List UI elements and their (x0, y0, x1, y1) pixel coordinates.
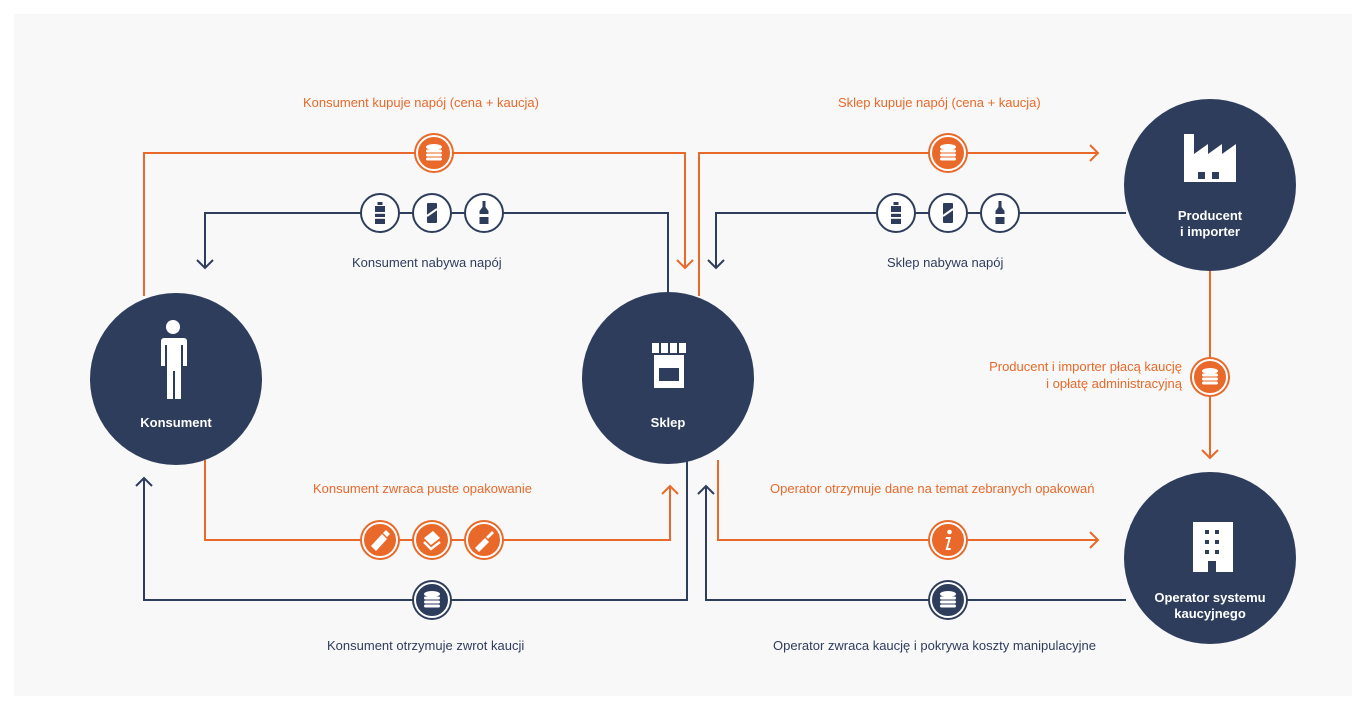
arrow-to-konsument-head (196, 259, 214, 270)
coins-icon (414, 133, 454, 173)
shop-icon (652, 343, 686, 388)
flow-label-konsument-nabywa: Konsument nabywa napój (352, 255, 502, 270)
person-icon (161, 320, 187, 399)
glass-bottle-icon (980, 193, 1020, 233)
bottle-icon (876, 193, 916, 233)
producent-label-line2: i importer (1180, 224, 1240, 239)
flow-label-konsument-otrzymuje: Konsument otrzymuje zwrot kaucji (327, 638, 525, 653)
arrow-to-sklep-nav-head (707, 259, 725, 270)
arrow-up-to-konsument-head (135, 476, 153, 487)
flow-konsument-kupuje-line (143, 152, 686, 296)
flow-label-konsument-zwraca: Konsument zwraca puste opakowanie (313, 481, 532, 496)
flow-label-producent-placa: Producent i importer płacą kaucję i opła… (930, 358, 1182, 392)
operator-label-line2: kaucyjnego (1174, 606, 1246, 621)
flow-label-producent-placa-line2: i opłatę administracyjną (1046, 376, 1182, 391)
flow-label-operator-zwraca: Operator zwraca kaucję i pokrywa koszty … (773, 638, 1096, 653)
sklep-label: Sklep (650, 415, 686, 430)
can-icon (412, 193, 452, 233)
operator-label-line1: Operator systemu (1154, 590, 1266, 605)
factory-icon (1184, 134, 1236, 182)
arrow-to-operator-head (1201, 449, 1219, 460)
producent-label-line1: Producent (1177, 208, 1243, 223)
arrow-up-to-sklep-head (661, 484, 679, 495)
info-icon (928, 520, 968, 560)
coins-icon (1190, 357, 1230, 397)
coins-icon (928, 580, 968, 620)
arrow-right-to-operator-head (1089, 531, 1100, 549)
flow-label-sklep-kupuje: Sklep kupuje napój (cena + kaucja) (838, 95, 1041, 110)
coins-icon (928, 133, 968, 173)
crushed-glass-icon (464, 520, 504, 560)
can-icon (928, 193, 968, 233)
glass-bottle-icon (464, 193, 504, 233)
producent-node (1124, 99, 1296, 271)
flow-operator-dane-line (717, 460, 1098, 541)
flow-label-konsument-kupuje: Konsument kupuje napój (cena + kaucja) (303, 95, 539, 110)
flow-operator-zwraca-line (705, 486, 1126, 601)
arrow-to-producent-head (1089, 144, 1100, 162)
arrow-up-to-sklep-nav-head (697, 484, 715, 495)
flow-label-sklep-nabywa: Sklep nabywa napój (887, 255, 1004, 270)
sklep-node (582, 292, 754, 464)
producent-label: Producent i importer (1150, 208, 1270, 240)
bottle-icon (360, 193, 400, 233)
crushed-can-icon (412, 520, 452, 560)
operator-label: Operator systemu kaucyjnego (1140, 590, 1280, 622)
coins-icon (412, 580, 452, 620)
crushed-bottle-icon (360, 520, 400, 560)
konsument-label: Konsument (140, 415, 212, 430)
flow-label-producent-placa-line1: Producent i importer płacą kaucję (989, 359, 1182, 374)
building-icon (1193, 522, 1233, 572)
arrow-to-sklep-head (676, 259, 694, 270)
flow-label-operator-dane: Operator otrzymuje dane na temat zebrany… (770, 481, 1095, 496)
